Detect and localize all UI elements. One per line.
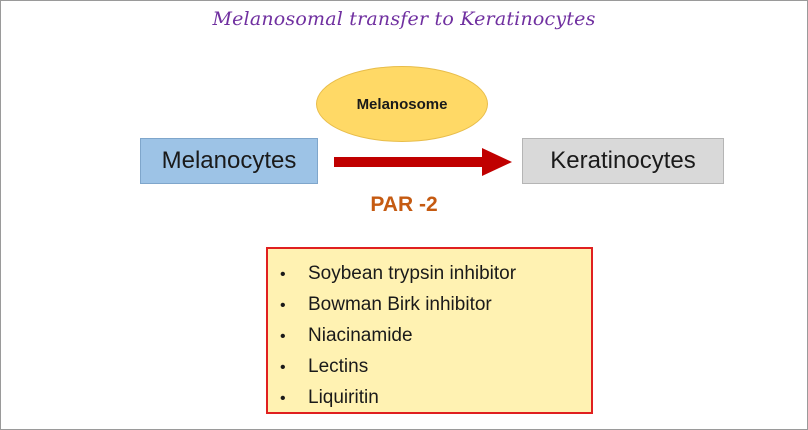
list-item: • Lectins [280, 352, 591, 383]
list-item-label: Bowman Birk inhibitor [308, 294, 492, 315]
inhibitor-list-box: • Soybean trypsin inhibitor • Bowman Birk … [266, 247, 593, 414]
melanocytes-label: Melanocytes [161, 147, 297, 174]
list-item: • Bowman Birk inhibitor [280, 290, 591, 321]
par2-label: PAR -2 [370, 193, 438, 216]
melanocytes-node: Melanocytes [140, 138, 318, 184]
arrow-shaft [334, 157, 484, 167]
inhibitor-list: • Soybean trypsin inhibitor • Bowman Birk … [280, 259, 591, 414]
keratinocytes-node: Keratinocytes [522, 138, 724, 184]
bullet-icon: • [280, 328, 286, 345]
bullet-icon: • [280, 297, 286, 314]
arrow-head [482, 148, 512, 176]
bullet-icon: • [280, 390, 286, 407]
list-item: • Niacinamide [280, 321, 591, 352]
melanosome-label: Melanosome [356, 95, 448, 113]
melanosome-node: Melanosome [316, 66, 488, 142]
list-item-label: Soybean trypsin inhibitor [308, 263, 517, 284]
list-item-label: Lectins [308, 356, 369, 377]
bullet-icon: • [280, 266, 286, 283]
transfer-arrow [334, 148, 512, 176]
list-item-label: Liquiritin [308, 387, 379, 408]
list-item: • Liquiritin [280, 383, 591, 414]
bullet-icon: • [280, 359, 286, 376]
list-item: • Soybean trypsin inhibitor [280, 259, 591, 290]
keratinocytes-label: Keratinocytes [550, 147, 696, 174]
diagram-title: Melanosomal transfer to Keratinocytes [212, 8, 596, 30]
list-item-label: Niacinamide [308, 325, 413, 346]
